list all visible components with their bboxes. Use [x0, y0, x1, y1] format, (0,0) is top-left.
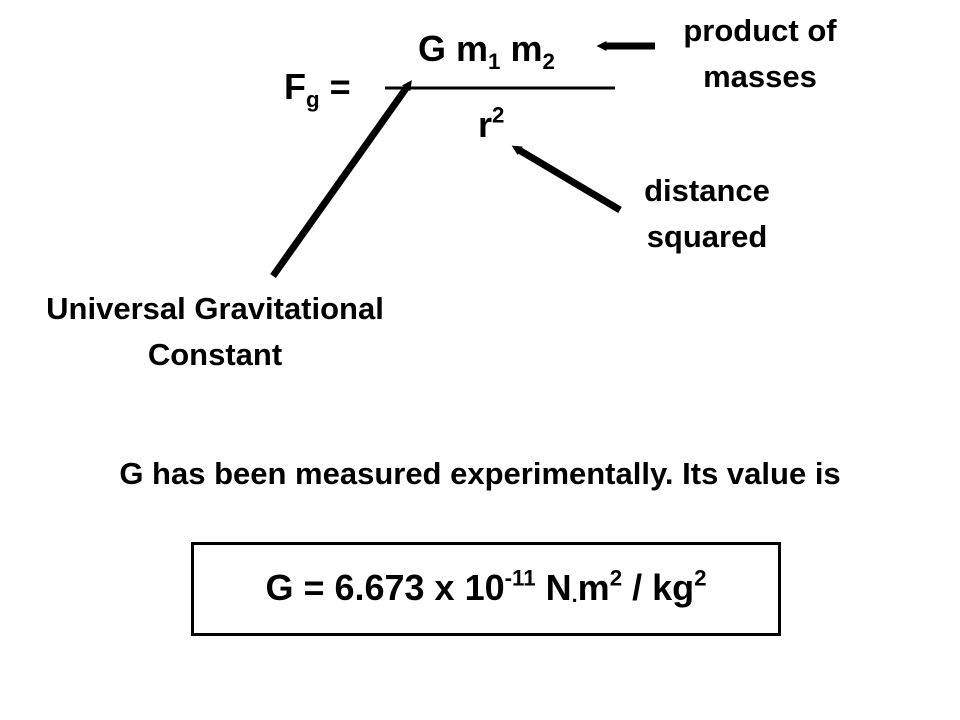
measurement-statement: G has been measured experimentally. Its … [119, 456, 841, 491]
force-symbol: Fg = [284, 66, 351, 112]
g-value: G = 6.673 x 10-11 N.m2 / kg2 [265, 565, 707, 608]
force-subscript: g [306, 86, 320, 112]
arrow-to-distance [511, 145, 622, 214]
fraction-denominator: r2 [478, 102, 505, 145]
g-value-box: G = 6.673 x 10-11 N.m2 / kg2 [191, 542, 781, 636]
fraction-numerator: G m1 m2 [418, 28, 555, 74]
arrow-to-constant [270, 80, 412, 279]
